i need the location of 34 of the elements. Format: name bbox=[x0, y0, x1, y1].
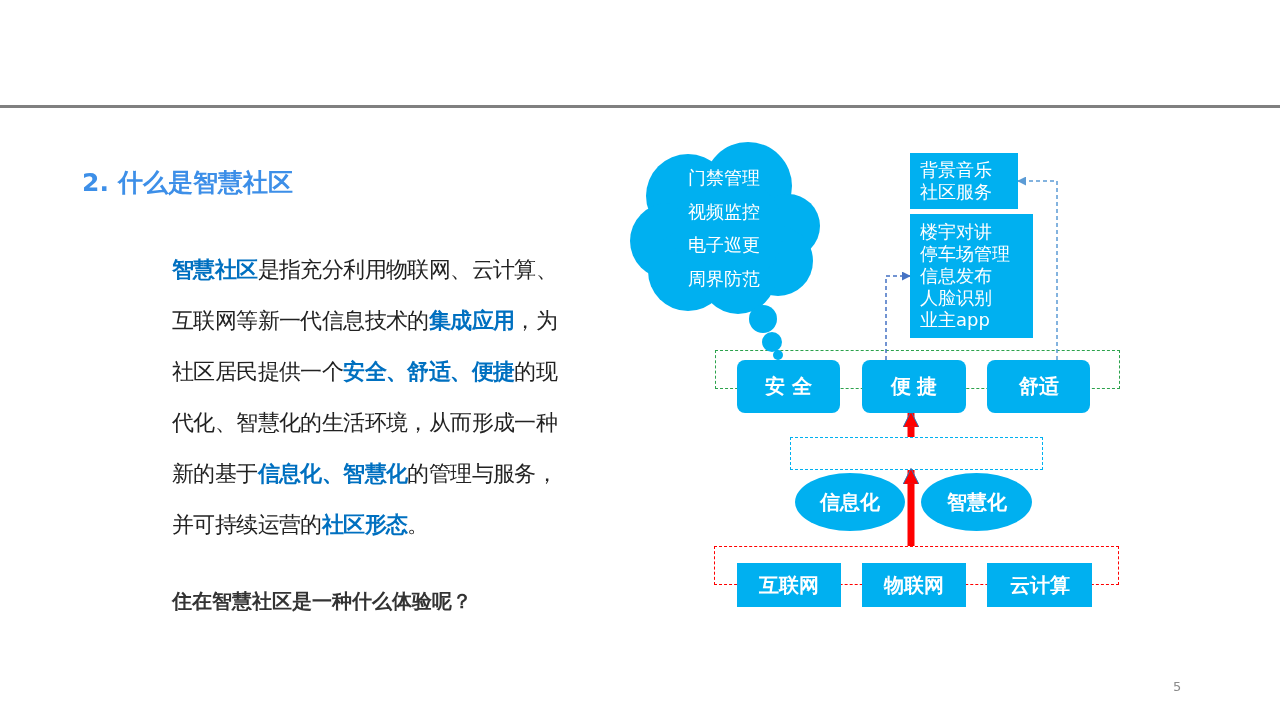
node-label: 互联网 bbox=[759, 571, 819, 599]
node-label: 背景音乐 bbox=[920, 159, 993, 181]
rounded-box bbox=[737, 360, 840, 413]
question-text: 住在智慧社区是一种什么体验呢？ bbox=[172, 588, 472, 615]
node-label: 舒适 bbox=[1018, 373, 1059, 400]
feature-list-box bbox=[910, 153, 1018, 209]
node-label: 门禁管理 bbox=[688, 166, 760, 190]
node-label: 业主app bbox=[920, 309, 991, 331]
rounded-box bbox=[987, 360, 1090, 413]
dashed-group-frame bbox=[790, 437, 1043, 470]
feature-list-box bbox=[910, 214, 1033, 338]
process-box bbox=[737, 563, 841, 607]
node-label: 社区服务 bbox=[920, 181, 993, 203]
arrow bbox=[1017, 176, 1058, 361]
rounded-box bbox=[862, 360, 966, 413]
node-label: 停车场管理 bbox=[920, 243, 1011, 265]
node-label: 周界防范 bbox=[688, 266, 760, 291]
node-label: 安 全 bbox=[765, 373, 812, 400]
node-label: 物联网 bbox=[884, 571, 944, 599]
node-label: 人脸识别 bbox=[920, 287, 993, 309]
node-label: 楼宇对讲 bbox=[920, 221, 993, 243]
arrow bbox=[885, 271, 911, 361]
node-label: 电子巡更 bbox=[688, 233, 760, 257]
node-label: 智慧化 bbox=[946, 488, 1007, 516]
process-box bbox=[862, 563, 966, 607]
paragraph: 智慧社区是指充分利用物联网、云计算、互联网等新一代信息技术的集成应用，为社区居民提供一个安全、舒适、便捷的现代化、智慧化的生活环境，从而形成一种新的基于信息化、智慧化的管理与服务，并可持续运营的社区形态。 bbox=[172, 256, 559, 539]
node-label: 云计算 bbox=[1009, 571, 1070, 599]
node-label: 信息发布 bbox=[920, 265, 993, 287]
node-label: 视频监控 bbox=[688, 199, 760, 224]
page-number: 5 bbox=[1173, 679, 1182, 694]
slide-title: 2. 什么是智慧社区 bbox=[82, 167, 293, 199]
process-box bbox=[987, 563, 1092, 607]
node-label: 便 捷 bbox=[890, 373, 938, 400]
node-label: 信息化 bbox=[820, 488, 880, 516]
